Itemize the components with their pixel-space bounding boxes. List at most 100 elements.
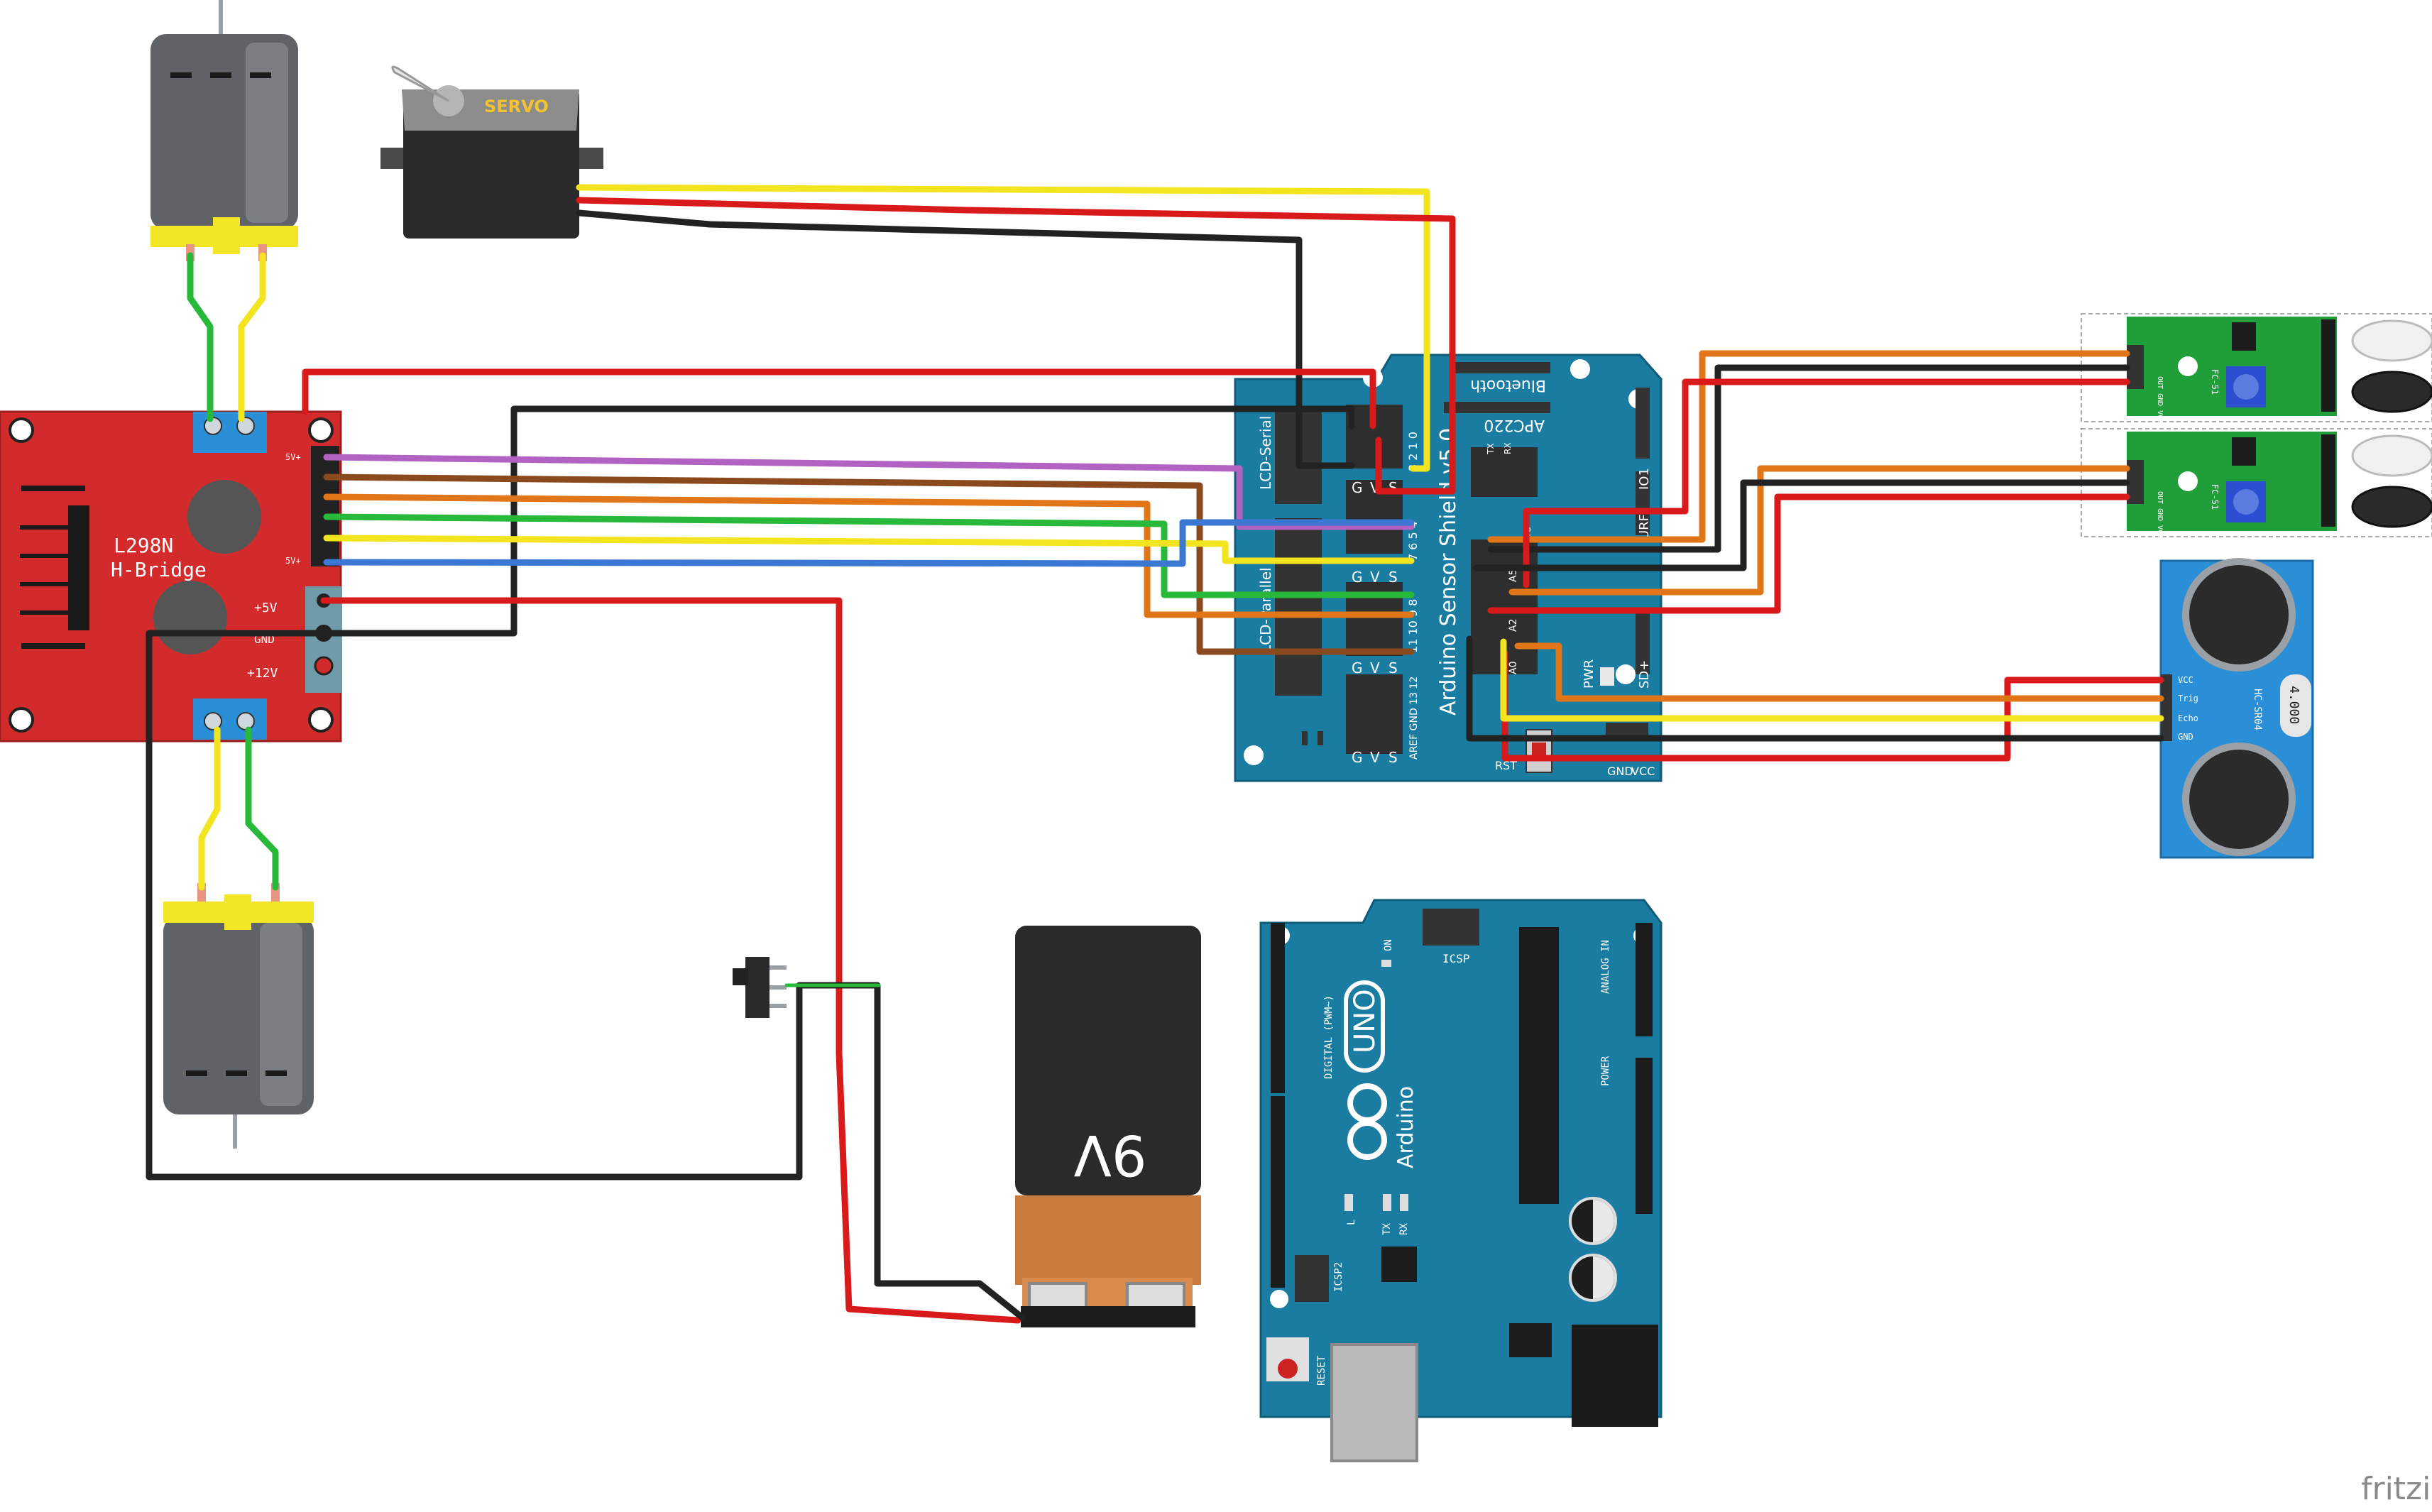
wire-red bbox=[576, 197, 1456, 495]
ultrasonic-sensor[interactable]: 4.000 HC-SR04 VCC Trig Echo GND bbox=[2159, 558, 2314, 859]
arduino-uno[interactable]: ICSP ICSP2 UNO Arduino DIGITAL (PWM~) AN… bbox=[1259, 899, 1663, 1462]
svg-text:FC-51: FC-51 bbox=[2210, 484, 2220, 510]
svg-text:TX: TX bbox=[1486, 443, 1496, 455]
servo-motor[interactable]: SERVO bbox=[380, 65, 603, 239]
svg-text:RST: RST bbox=[1495, 759, 1517, 772]
power-label: POWER bbox=[1600, 1056, 1611, 1086]
wire-red bbox=[1501, 650, 2164, 762]
bluetooth-label: Bluetooth bbox=[1470, 376, 1546, 394]
label-5v: +5V bbox=[254, 601, 278, 615]
ir-sensor-1[interactable]: OUT GND VCC FC-51 bbox=[2081, 313, 2432, 423]
svg-text:G: G bbox=[1352, 659, 1363, 676]
svg-text:VCC: VCC bbox=[1631, 765, 1655, 778]
hbridge-board bbox=[0, 410, 342, 743]
wire-yellow bbox=[576, 184, 1430, 472]
svg-text:IO1: IO1 bbox=[1637, 468, 1652, 490]
svg-text:G: G bbox=[1352, 479, 1363, 496]
svg-text:VCC: VCC bbox=[2178, 675, 2193, 685]
svg-text:V: V bbox=[1370, 569, 1380, 586]
svg-text:ICSP2: ICSP2 bbox=[1333, 1262, 1344, 1292]
dc-power-jack[interactable] bbox=[1572, 1325, 1658, 1427]
microcontroller-chip bbox=[1519, 927, 1559, 1204]
svg-text:OUT GND VCC: OUT GND VCC bbox=[2156, 491, 2164, 538]
svg-text:L: L bbox=[1346, 1220, 1357, 1225]
dc-motor-bottom[interactable] bbox=[163, 883, 314, 1149]
icsp2-header[interactable] bbox=[1295, 1255, 1329, 1302]
svg-text:5V+: 5V+ bbox=[285, 452, 301, 462]
wire-yellow bbox=[323, 535, 1415, 564]
wire-red bbox=[1487, 493, 2130, 614]
wire-yellow bbox=[238, 252, 266, 422]
wire-green bbox=[187, 252, 214, 422]
digital-header-12-13[interactable] bbox=[1346, 674, 1403, 754]
heatsink bbox=[20, 486, 89, 649]
input-header[interactable] bbox=[311, 446, 339, 566]
ir-sensor-2[interactable]: OUT GND VCC FC-51 bbox=[2081, 428, 2432, 538]
on-led bbox=[1381, 960, 1391, 967]
digital-header-bottom[interactable] bbox=[1271, 1096, 1285, 1288]
svg-text:LCD-Serial: LCD-Serial bbox=[1257, 416, 1274, 490]
wire-orange bbox=[323, 493, 1415, 618]
svg-text:TX: TX bbox=[1381, 1223, 1393, 1235]
capacitor bbox=[153, 581, 227, 654]
svg-text:Arduino: Arduino bbox=[1393, 1086, 1418, 1168]
analog-in-header[interactable] bbox=[1636, 923, 1653, 1036]
capacitor bbox=[187, 480, 261, 554]
svg-text:RX: RX bbox=[1503, 442, 1513, 454]
svg-text:SD+: SD+ bbox=[1637, 660, 1652, 689]
wire-red bbox=[302, 368, 1376, 429]
motor-shaft bbox=[219, 0, 223, 35]
wire-black bbox=[576, 209, 1355, 469]
icsp-header[interactable] bbox=[1423, 909, 1479, 946]
svg-text:V: V bbox=[1370, 749, 1380, 766]
svg-text:LCD-Parallel: LCD-Parallel bbox=[1257, 567, 1274, 653]
digital-label: DIGITAL (PWM~) bbox=[1323, 995, 1335, 1079]
svg-text:GND: GND bbox=[2178, 732, 2193, 742]
hbridge-label-name: H-Bridge bbox=[111, 558, 207, 581]
wire-black bbox=[1487, 364, 2130, 553]
power-switch[interactable] bbox=[733, 957, 787, 1018]
arduino-logo: UNO Arduino bbox=[1344, 980, 1418, 1168]
svg-text:FC-51: FC-51 bbox=[2210, 369, 2220, 395]
wire-orange bbox=[1487, 350, 2130, 543]
servo-label: SERVO bbox=[484, 97, 549, 116]
wire-green bbox=[323, 513, 1415, 598]
svg-text:11 10 9 8: 11 10 9 8 bbox=[1406, 599, 1420, 653]
l298n-h-bridge[interactable]: L298N H-Bridge +5V GND +12V 5V+ 5V+ bbox=[0, 410, 342, 743]
digital-header-top[interactable] bbox=[1271, 923, 1285, 1093]
motor-a-terminal[interactable] bbox=[193, 412, 267, 453]
wire-red bbox=[320, 597, 1021, 1324]
battery-label: 9V bbox=[1074, 1122, 1147, 1186]
svg-text:Echo: Echo bbox=[2178, 713, 2198, 723]
iic-header[interactable] bbox=[1471, 447, 1538, 497]
shield-title: Arduino Sensor Shield v5.0 bbox=[1436, 428, 1461, 716]
svg-text:G: G bbox=[1352, 569, 1363, 586]
servo-horn bbox=[391, 65, 449, 102]
svg-text:URF: URF bbox=[1637, 514, 1652, 539]
apc220-label: APC220 bbox=[1484, 416, 1545, 434]
arduino-sensor-shield[interactable]: Bluetooth APC220 LCD-Serial LCD-Parallel… bbox=[1234, 354, 1663, 782]
svg-text:V: V bbox=[1370, 659, 1380, 676]
battery-9v[interactable]: 9V bbox=[1015, 926, 1201, 1327]
uno-board bbox=[1259, 899, 1663, 1418]
svg-text:GND: GND bbox=[1607, 765, 1633, 778]
svg-text:S: S bbox=[1388, 659, 1398, 676]
dc-motor-top[interactable] bbox=[150, 0, 298, 261]
svg-text:S: S bbox=[1388, 569, 1398, 586]
wire-black bbox=[1473, 479, 2130, 571]
svg-text:S: S bbox=[1388, 749, 1398, 766]
label-12v: +12V bbox=[247, 666, 278, 681]
wire-black bbox=[1466, 635, 2164, 742]
usb-port[interactable] bbox=[1330, 1343, 1418, 1462]
svg-text:AREF GND 13 12: AREF GND 13 12 bbox=[1408, 676, 1420, 760]
wire-orange bbox=[1508, 465, 2130, 596]
wire-yellow bbox=[198, 726, 221, 891]
svg-text:PWR: PWR bbox=[1582, 659, 1596, 689]
fritzing-watermark: fritzing bbox=[2361, 1471, 2432, 1507]
wires bbox=[146, 184, 2164, 1324]
hbridge-label-model: L298N bbox=[114, 534, 173, 557]
power-header[interactable] bbox=[1636, 1058, 1653, 1214]
lcd-parallel-header[interactable] bbox=[1275, 518, 1322, 696]
svg-text:A2: A2 bbox=[1508, 619, 1519, 632]
